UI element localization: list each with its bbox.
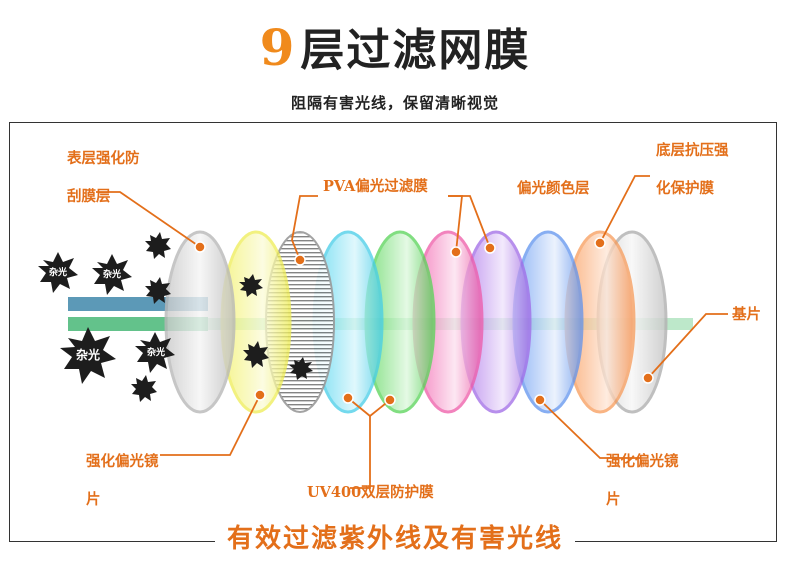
label-base-layer-line1: 底层抗压强 (656, 132, 729, 170)
stray-light-label: 杂光 (49, 266, 67, 277)
footer-banner: 有效过滤紫外线及有害光线 (0, 521, 790, 557)
label-surface-layer-line2: 刮膜层 (67, 178, 140, 216)
stray-light-label: 杂光 (147, 346, 165, 357)
stray-light-label-large: 杂光 (76, 347, 100, 362)
footer-banner-text: 有效过滤紫外线及有害光线 (215, 521, 575, 557)
label-lens-right: 强化偏光镜 片 (606, 443, 679, 519)
label-lens-left-line2: 片 (86, 481, 159, 519)
label-lens-right-line1: 强化偏光镜 (606, 443, 679, 481)
label-polar-color-layer: 偏光颜色层 (517, 170, 590, 208)
label-lens-left-line1: 强化偏光镜 (86, 443, 159, 481)
label-substrate: 基片 (732, 296, 761, 334)
label-surface-layer-line1: 表层强化防 (67, 140, 140, 178)
stray-light-label: 杂光 (103, 268, 121, 279)
label-surface-layer: 表层强化防 刮膜层 (67, 140, 140, 216)
layer-surface-scratch-film (166, 232, 234, 412)
label-base-layer: 底层抗压强 化保护膜 (656, 132, 729, 208)
label-uv400-layer: UV400双层防护膜 (307, 474, 434, 512)
label-lens-right-line2: 片 (606, 481, 679, 519)
label-pva-layer: PVA偏光过滤膜 (323, 168, 428, 206)
label-base-layer-line2: 化保护膜 (656, 170, 729, 208)
label-lens-left: 强化偏光镜 片 (86, 443, 159, 519)
